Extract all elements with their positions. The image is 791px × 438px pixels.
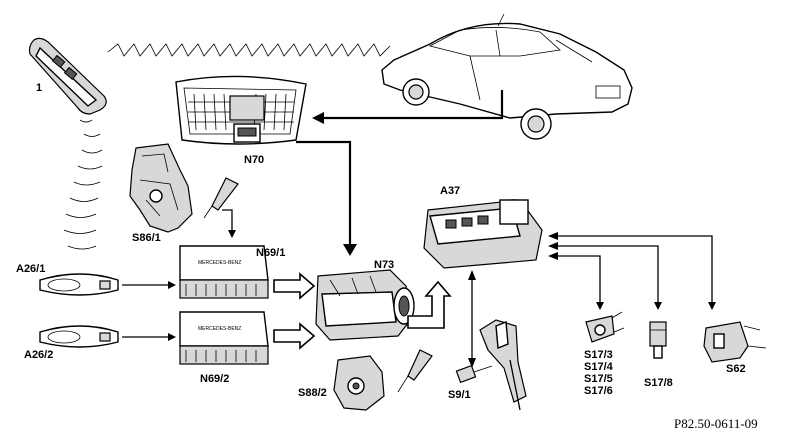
rear-door-module-icon: MERCEDES-BENZ <box>179 311 269 365</box>
steering-lock-icon <box>333 355 385 411</box>
front-door-module-icon: MERCEDES-BENZ <box>179 245 269 299</box>
key-blade-icon <box>203 177 239 219</box>
arrow-car-to-overhead-panel <box>312 90 504 124</box>
radio-signal-zigzag <box>107 43 391 57</box>
brake-switch-label: S9/1 <box>448 389 471 401</box>
infrared-signal-waves <box>63 119 103 250</box>
door-handle-left-label: A26/1 <box>16 263 45 275</box>
alarm-siren-icon <box>129 143 193 233</box>
door-handle-right-icon <box>39 325 119 348</box>
arrow-overhead-panel-to-ignition-module <box>296 140 357 256</box>
arrow-ignition-module-to-pump <box>407 280 452 329</box>
reference-code: P82.50-0611-09 <box>674 416 758 431</box>
pneumatic-pump-icon <box>423 199 543 269</box>
steering-lock-label: S88/2 <box>298 387 327 399</box>
door-handle-left-icon <box>39 273 119 296</box>
door-contact-switch-label-1: S17/3 <box>584 349 613 361</box>
alarm-siren-label: S86/1 <box>132 232 161 244</box>
door-contact-switch-icon <box>585 311 625 343</box>
overhead-control-panel-label: N70 <box>244 154 264 166</box>
hood-switch-label: S62 <box>726 363 746 375</box>
overhead-control-panel-icon <box>175 75 307 145</box>
connector-pump-to-switches <box>548 232 716 310</box>
key-blade-lower-icon <box>397 349 433 393</box>
door-handle-right-label: A26/2 <box>24 349 53 361</box>
front-door-module-label: N69/1 <box>256 247 285 259</box>
hood-switch-icon <box>703 321 767 363</box>
door-contact-switch-label-2: S17/4 <box>584 361 614 373</box>
rear-door-module-brand: MERCEDES-BENZ <box>198 326 241 332</box>
remote-key-icon <box>28 37 107 115</box>
arrow-handle-left-to-front-module <box>122 281 176 289</box>
rear-door-module-label: N69/2 <box>200 373 229 385</box>
front-door-module-brand: MERCEDES-BENZ <box>198 260 241 266</box>
pneumatic-pump-label: A37 <box>440 185 460 197</box>
arrow-rear-module-to-ignition-module <box>273 322 316 350</box>
door-contact-switch-label-3: S17/5 <box>584 373 613 385</box>
remote-key-label: 1 <box>36 82 42 94</box>
ignition-switch-module-label: N73 <box>374 259 394 271</box>
car-icon <box>381 13 633 140</box>
arrow-handle-right-to-rear-module <box>122 333 176 341</box>
connector-key-to-front-module <box>222 209 233 232</box>
trunk-switch-icon <box>649 321 667 359</box>
brake-pedal-icon <box>479 319 527 411</box>
brake-switch-icon <box>455 364 493 384</box>
ignition-switch-module-icon <box>315 269 415 341</box>
door-contact-switch-label-4: S17/6 <box>584 385 613 397</box>
connector-pump-to-brake-switch <box>468 270 476 368</box>
arrow-front-module-to-ignition-module <box>273 272 316 300</box>
trunk-switch-label: S17/8 <box>644 377 673 389</box>
